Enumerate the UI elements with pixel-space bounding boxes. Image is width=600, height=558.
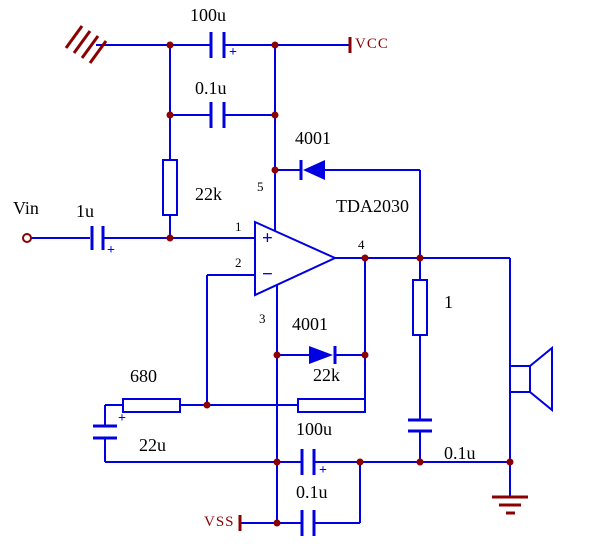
resistor-bias-22k-body <box>162 159 178 216</box>
label-cap-vss-0u1: 0.1u <box>296 482 328 502</box>
resistor-680-body <box>122 398 181 413</box>
resistors <box>122 159 428 413</box>
junction-dots <box>166 41 514 527</box>
junction-dot <box>506 458 514 466</box>
speaker-icon <box>509 345 553 413</box>
junction-dot <box>166 41 174 49</box>
earth-ground-icon <box>492 495 528 515</box>
opamp-triangle <box>254 220 338 297</box>
pin-number-4: 4 <box>358 237 365 252</box>
polarity-cap-fb-22u: + <box>118 411 126 426</box>
label-res-bias-22k: 22k <box>195 184 222 204</box>
label-cap-input-1u: 1u <box>76 201 94 221</box>
junction-dot <box>273 458 281 466</box>
label-cap-zobel-0u1: 0.1u <box>444 443 476 463</box>
label-cap-fb-22u: 22u <box>139 435 166 455</box>
label-vin: Vin <box>13 198 39 218</box>
junction-dot <box>273 351 281 359</box>
diode-vss-triangle <box>309 346 333 364</box>
diode-vss <box>309 346 337 364</box>
polarity-cap-vss-100u: + <box>319 463 327 478</box>
opamp-plus-sign: + <box>262 228 273 249</box>
label-diode-vss: 4001 <box>292 314 328 334</box>
label-res-680: 680 <box>130 366 157 386</box>
vin-terminal <box>22 233 32 243</box>
speaker-body <box>509 365 531 393</box>
wires <box>31 44 511 524</box>
resistor-zobel-1-body <box>412 279 428 336</box>
pin-number-1: 1 <box>235 219 242 234</box>
resistor-fb-22k-body <box>297 398 366 413</box>
junction-dot <box>271 166 279 174</box>
power-symbols <box>64 25 528 531</box>
junction-dot <box>166 234 174 242</box>
junction-dot <box>273 519 281 527</box>
label-ic-tda2030: TDA2030 <box>336 196 409 216</box>
capacitors <box>90 32 432 536</box>
pin-number-3: 3 <box>259 311 266 326</box>
polarity-cap-vcc-100u: + <box>229 45 237 60</box>
junction-dot <box>203 401 211 409</box>
polarity-cap-input-1u: + <box>107 243 115 258</box>
label-vss: VSS <box>204 514 235 530</box>
speaker-cone <box>529 345 553 413</box>
label-vcc: VCC <box>355 36 389 52</box>
junction-dot <box>416 458 424 466</box>
opamp-minus-sign: − <box>262 264 273 285</box>
label-diode-vcc: 4001 <box>295 128 331 148</box>
label-res-fb-22k: 22k <box>313 365 340 385</box>
junction-dot <box>356 458 364 466</box>
junction-dot <box>166 111 174 119</box>
junction-dot <box>416 254 424 262</box>
junction-dot <box>361 351 369 359</box>
label-cap-vcc-100u: 100u <box>190 5 226 25</box>
diode-vcc <box>299 160 325 180</box>
label-res-zobel-1: 1 <box>444 292 453 312</box>
pin-number-5: 5 <box>257 179 264 194</box>
pin-number-2: 2 <box>235 255 242 270</box>
junction-dot <box>271 111 279 119</box>
label-cap-vss-100u: 100u <box>296 419 332 439</box>
diode-vcc-triangle <box>303 160 325 180</box>
junction-dot <box>271 41 279 49</box>
label-cap-vcc-0u1: 0.1u <box>195 78 227 98</box>
chassis-ground-icon <box>64 25 108 64</box>
junction-dot <box>361 254 369 262</box>
